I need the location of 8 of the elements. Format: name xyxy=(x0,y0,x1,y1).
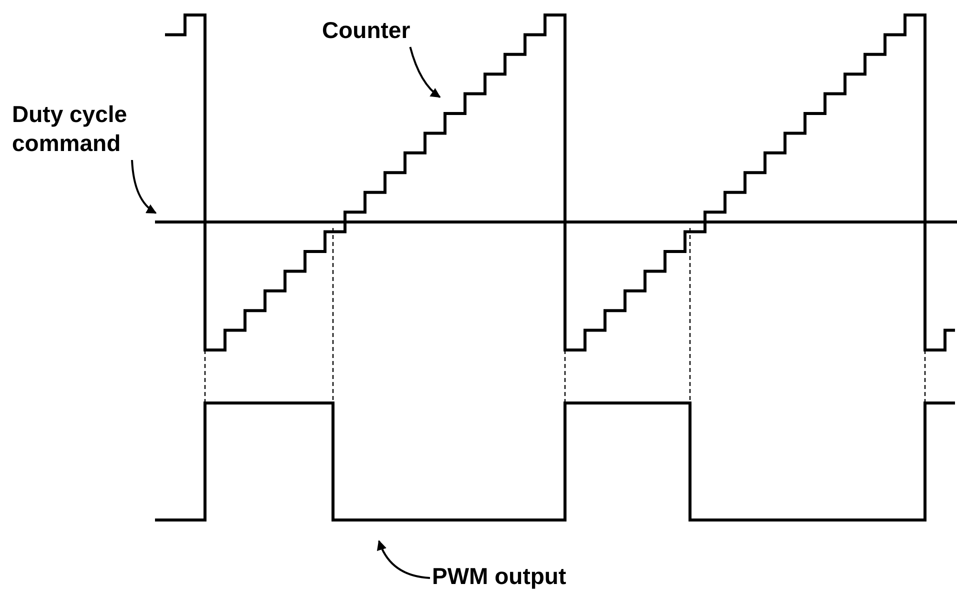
signal-label: Duty cycle command xyxy=(12,100,172,158)
staircase-waveform xyxy=(164,14,956,352)
leader-line xyxy=(377,540,430,579)
leader-line xyxy=(409,46,441,98)
signal-label: Counter xyxy=(322,16,410,45)
square-waveform xyxy=(155,228,955,522)
signal-label: PWM output xyxy=(432,562,566,590)
leader-line xyxy=(131,160,157,214)
